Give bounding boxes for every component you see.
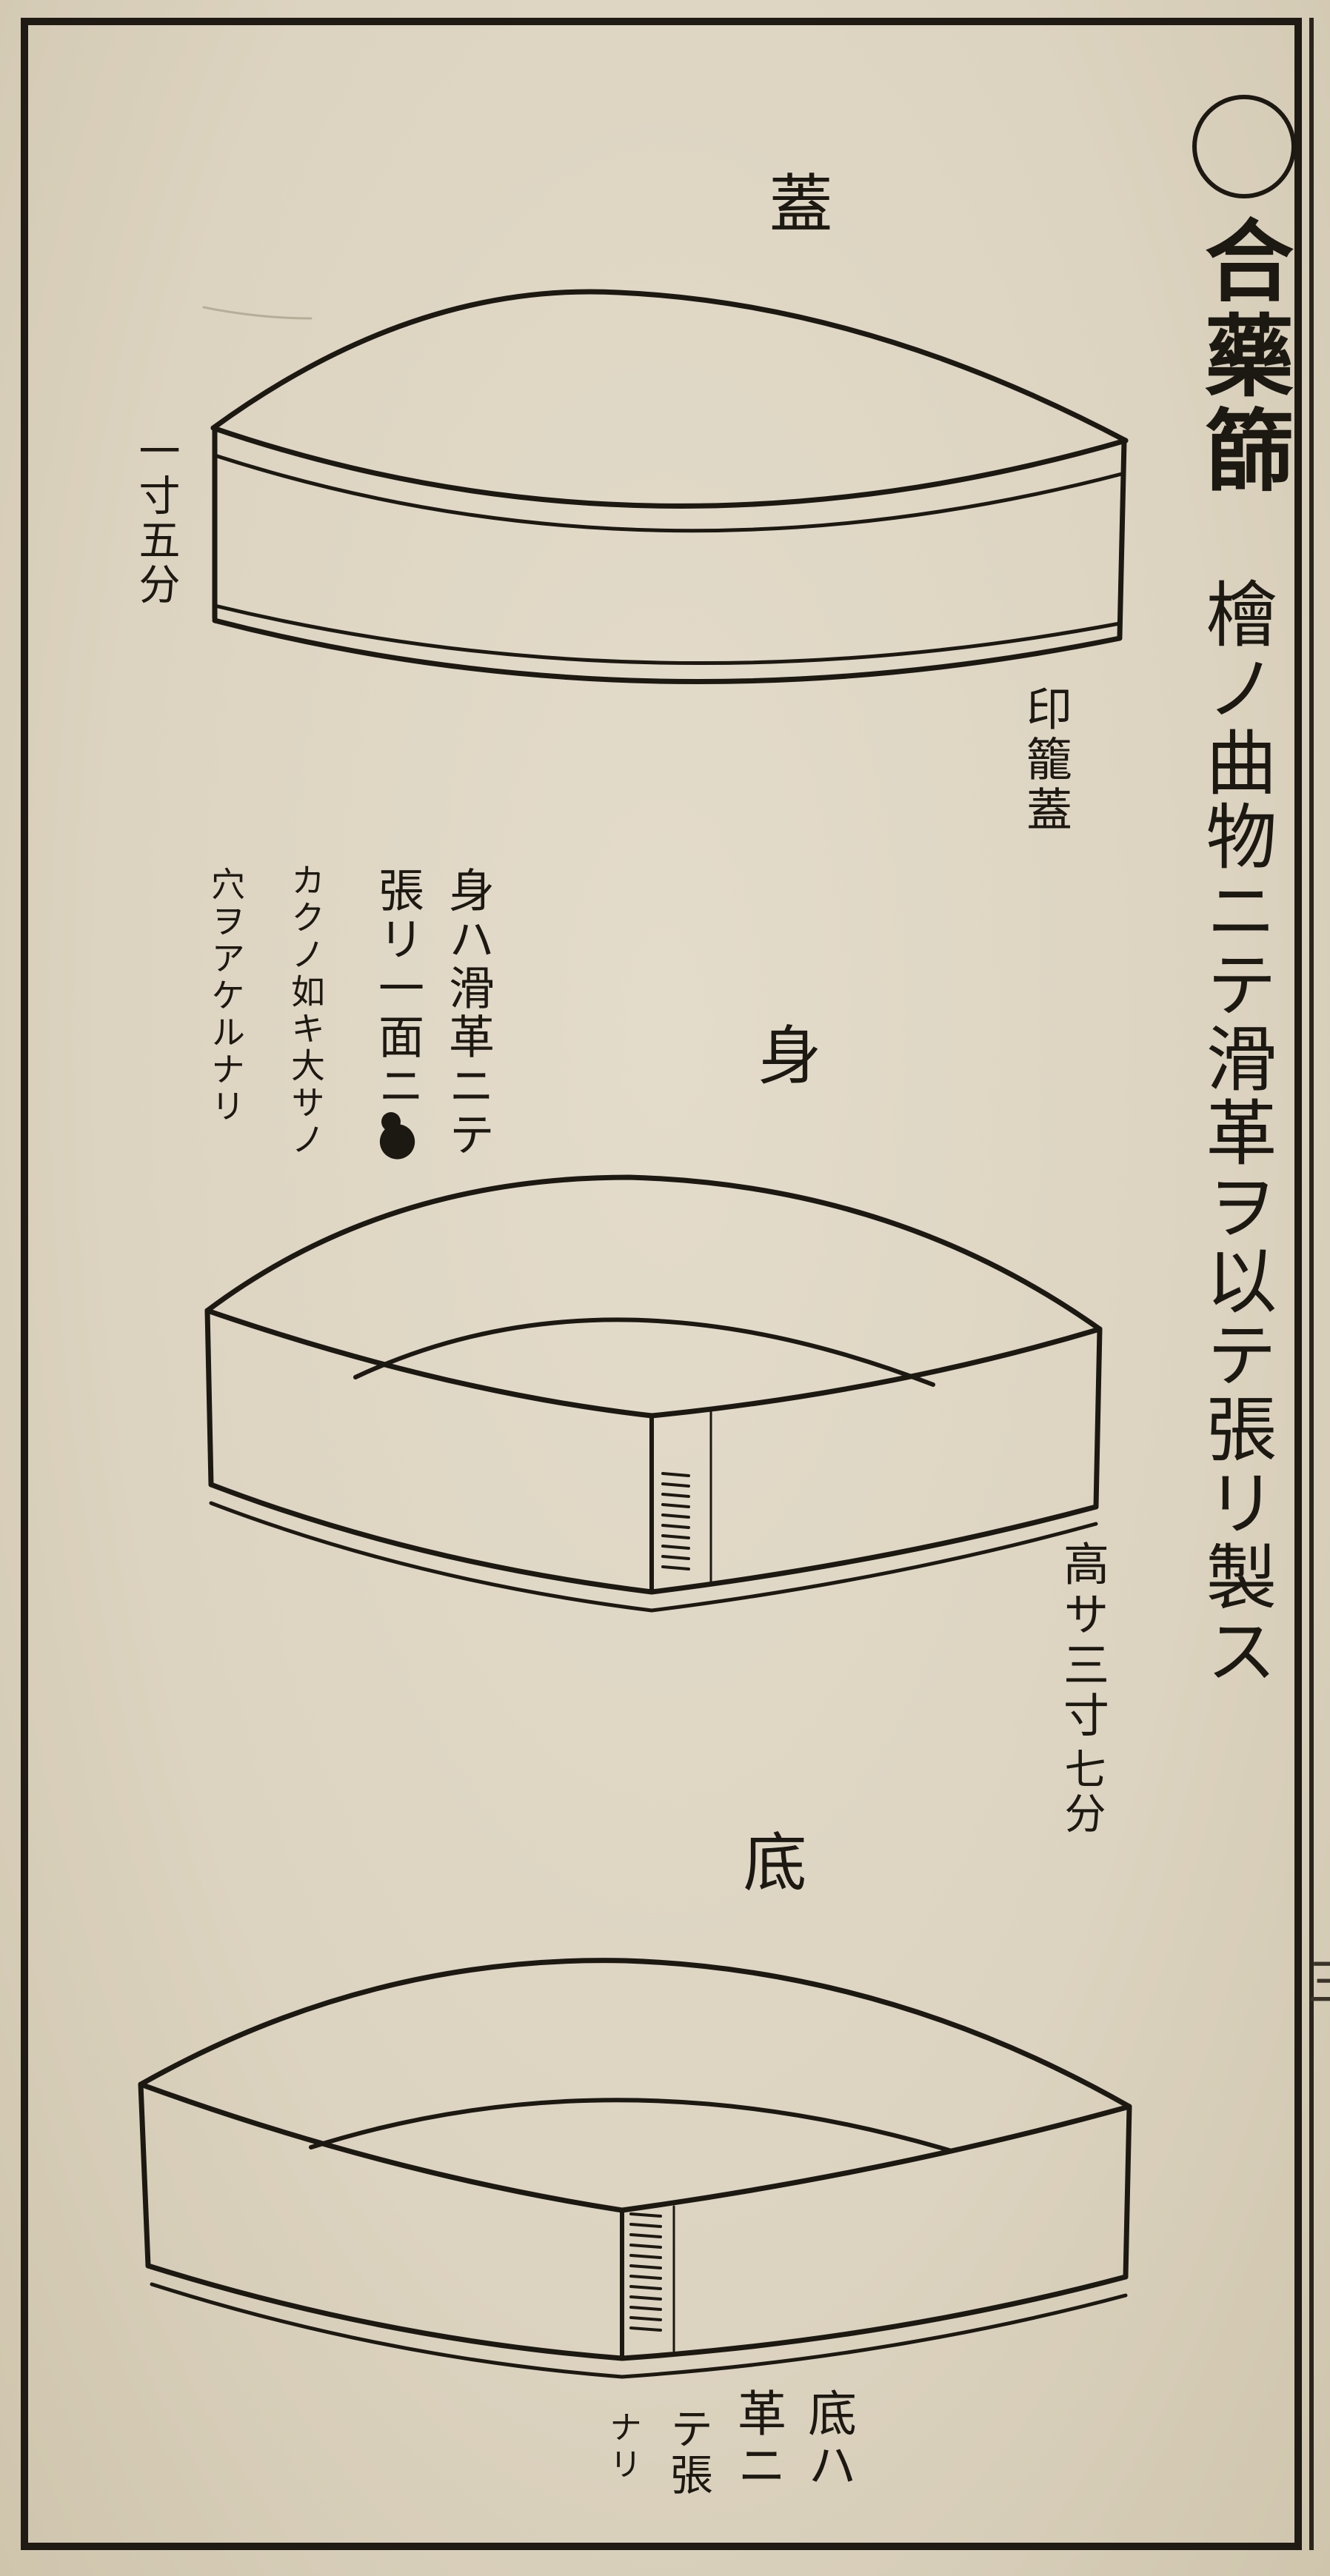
body-height-2: 七分 (1057, 1747, 1106, 1836)
lid-label: 蓋 (758, 170, 832, 234)
bottom-note-4: ナリ (604, 2410, 641, 2484)
body-note-small-1: カクノ如キ大サノ (286, 863, 326, 1159)
bottom-note-3: テ張 (663, 2406, 713, 2498)
body-label: 身 (746, 1022, 821, 1085)
title: 合藥篩 (1189, 215, 1294, 499)
lid-size: 一寸五分 (132, 429, 180, 607)
page-border (21, 18, 1302, 2550)
bottom-drawing (138, 1958, 1132, 2379)
bottom-note-1: 底ハ (800, 2388, 857, 2492)
lid-drawing (202, 289, 1129, 684)
description: 檜ノ曲物ニテ滑革ヲ以テ張リ製ス (1194, 578, 1277, 1688)
side-mark: 三 (1299, 1955, 1330, 2007)
body-drawing (204, 1174, 1103, 1613)
circle-mark-icon (1192, 95, 1296, 198)
body-height-1: 高サ三寸 (1055, 1540, 1109, 1742)
bottom-note-2: 革ニ (729, 2388, 786, 2492)
body-note-line-2: 張リ一面ニ● (370, 866, 424, 1168)
body-note-small-2: 穴ヲアケルナリ (206, 866, 246, 1125)
lid-note: 印籠蓋 (1018, 685, 1072, 836)
right-border-rule (1309, 18, 1314, 2550)
bottom-label: 底 (732, 1829, 806, 1893)
hole-size-dot (381, 1112, 401, 1131)
body-note-line-1: 身ハ滑革ニテ (441, 866, 495, 1160)
